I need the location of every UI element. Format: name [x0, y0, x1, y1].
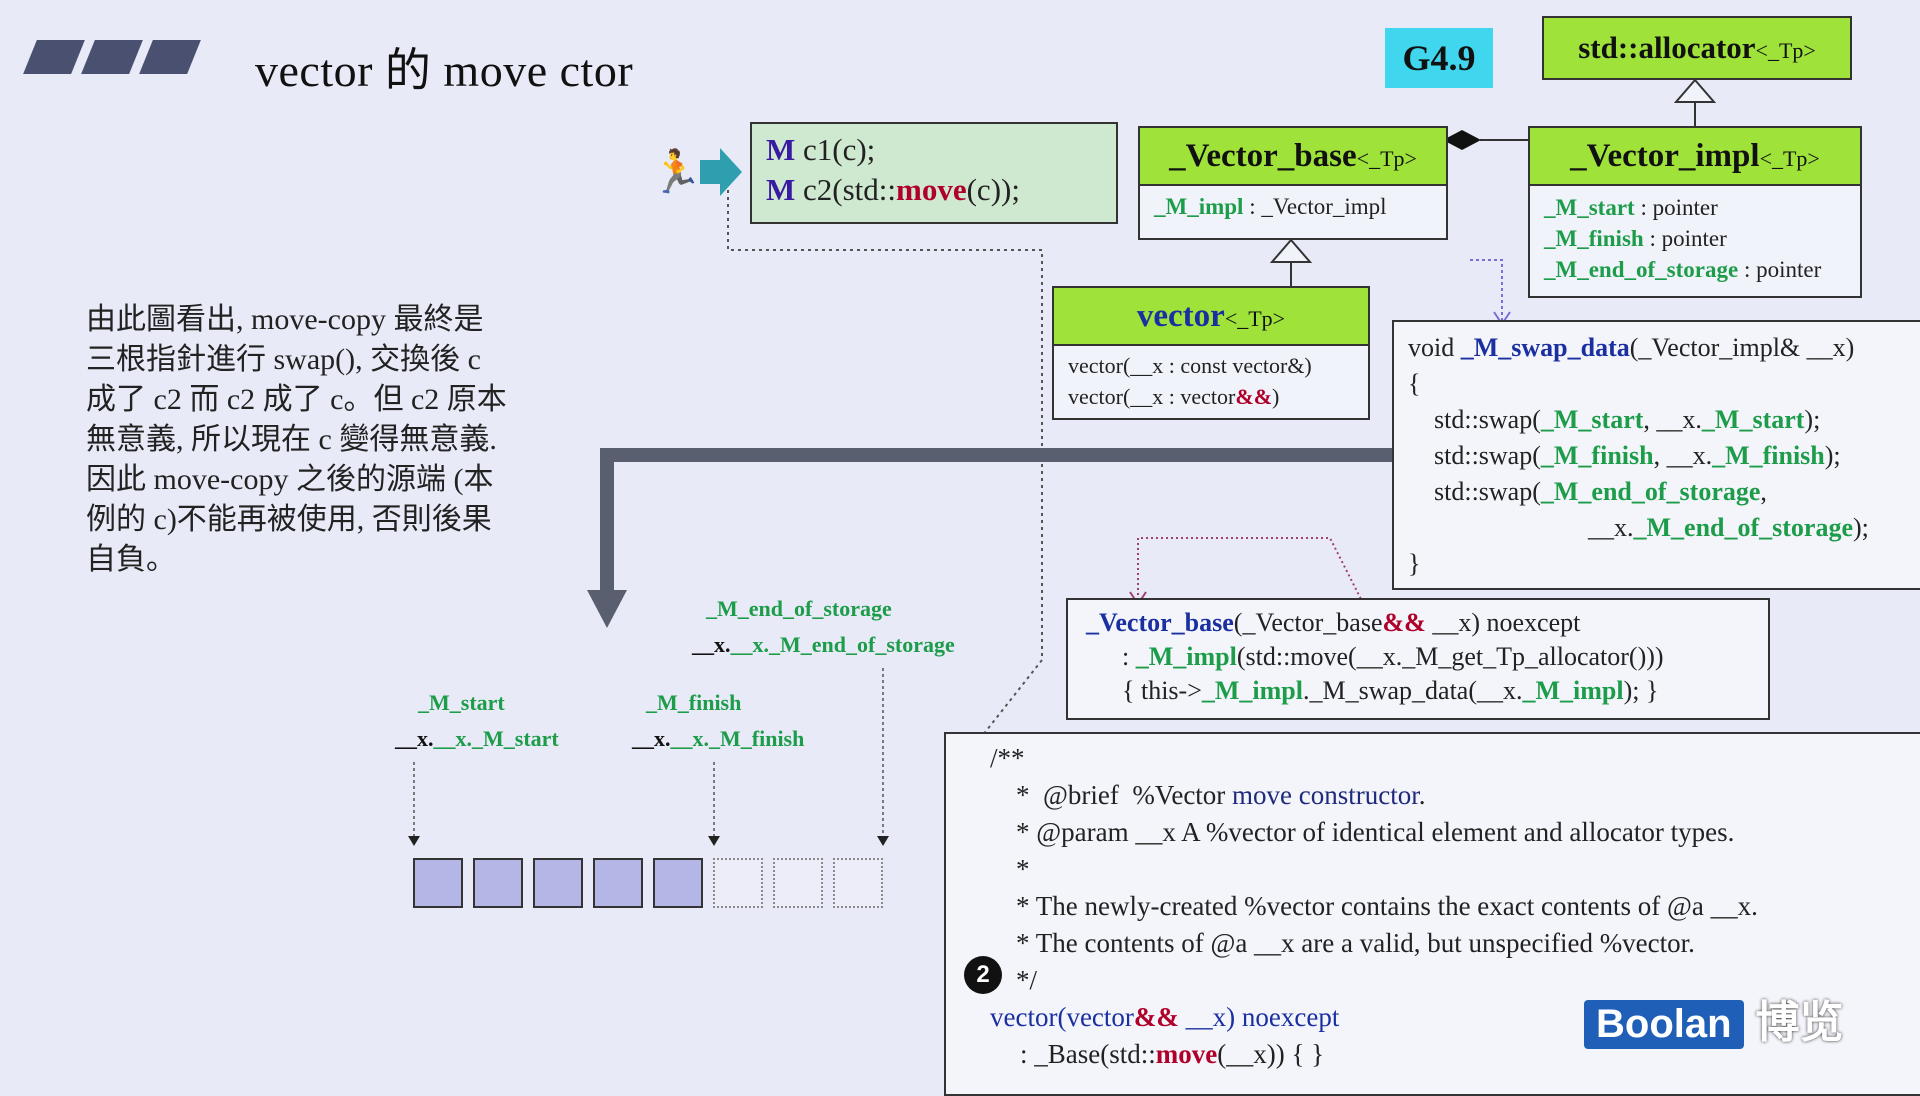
vector-copy-ctor: vector(__x : const vector&) [1068, 353, 1312, 378]
label-x-m-end-of-storage: __x.__x._M_end_of_storage [692, 632, 955, 657]
memory-cell-used [593, 858, 643, 908]
brand-latin: Boolan [1584, 1000, 1744, 1049]
label-x-m-finish: __x.__x._M_finish [632, 726, 805, 751]
memory-cell-free [773, 858, 823, 908]
vector-impl-class-box: _Vector_impl<_Tp> _M_start : pointer _M_… [1528, 126, 1862, 298]
version-badge-text: G4.9 [1402, 38, 1476, 78]
swap-to-memory-arrow [600, 448, 1405, 600]
doc-line: */ [1016, 965, 1038, 995]
doc-line: * The newly-created %vector contains the… [1016, 891, 1758, 921]
doc-line: * @brief %Vector move constructor. [1016, 780, 1426, 810]
explanation-line: 例的 c)不能再被使用, 否則後果 [86, 503, 492, 536]
explanation-line: 因此 move-copy 之後的源端 (本 [86, 463, 494, 496]
doc-line: * The contents of @a __x are a valid, bu… [1016, 928, 1695, 958]
explanation-line: 成了 c2 而 c2 成了 c。但 c2 原本 [86, 383, 507, 416]
swap-line: std::swap(_M_end_of_storage, [1434, 477, 1767, 506]
label-m-end-of-storage: _M_end_of_storage [706, 596, 892, 621]
version-badge: G4.9 [1385, 28, 1493, 88]
inherit-triangle-impl [1673, 78, 1717, 103]
base-ctor-signature: _Vector_base(_Vector_base&& __x) noexcep… [1086, 608, 1581, 637]
base-ctor-body: { this->_M_impl._M_swap_data(__x._M_impl… [1122, 676, 1659, 705]
vector-move-ctor: vector(__x : vector&&) [1068, 384, 1280, 409]
page-title: vector 的 move ctor [255, 45, 634, 96]
dotted-link-usage [727, 190, 1043, 1011]
brace-open: { [1408, 369, 1421, 398]
brand-logo: Boolan 博览 [1584, 986, 1844, 1050]
label-m-start: _M_start [418, 690, 505, 715]
impl-member: _M_start : pointer [1544, 195, 1718, 220]
step-badge: 2 [964, 956, 1002, 994]
memory-cell-free [713, 858, 763, 908]
explanation-line: 自負。 [86, 543, 176, 576]
inherit-triangle-vector [1269, 238, 1313, 263]
runner-icon: 🏃 [650, 150, 703, 196]
memory-cell-used [413, 858, 463, 908]
swap-signature: void _M_swap_data(_Vector_impl& __x) [1408, 333, 1855, 362]
memory-cell-used [653, 858, 703, 908]
allocator-class-box: std::allocator<_Tp> [1542, 16, 1852, 80]
swap-data-code-box: void _M_swap_data(_Vector_impl& __x) { s… [1392, 320, 1920, 590]
usage-line-2: M c2(std::move(c)); [766, 172, 1020, 207]
vector-class-box: vector<_Tp> vector(__x : const vector&) … [1052, 286, 1370, 420]
doc-line: * @param __x A %vector of identical elem… [1016, 817, 1735, 847]
explanation-text: 由此圖看出, move-copy 最終是 三根指針進行 swap(), 交換後 … [86, 300, 586, 580]
vector-base-class-box: _Vector_base<_Tp> _M_impl : _Vector_impl [1138, 126, 1448, 240]
memory-cell-free [833, 858, 883, 908]
explanation-line: 由此圖看出, move-copy 最終是 [86, 303, 484, 336]
swap-to-memory-arrowhead [587, 590, 627, 628]
impl-member: _M_finish : pointer [1544, 226, 1727, 251]
swap-line: std::swap(_M_start, __x._M_start); [1434, 405, 1821, 434]
brace-close: } [1408, 549, 1421, 578]
vector-base-move-ctor-box: _Vector_base(_Vector_base&& __x) noexcep… [1066, 598, 1770, 720]
swap-line: __x._M_end_of_storage); [1588, 513, 1869, 542]
explanation-line: 無意義, 所以現在 c 變得無意義. [86, 423, 497, 456]
vector-move-ctor-signature: vector(vector&& __x) noexcept [990, 1002, 1340, 1032]
composition-diamond [1443, 130, 1481, 150]
impl-member: _M_end_of_storage : pointer [1544, 257, 1822, 282]
usage-line-1: M c1(c); [766, 132, 876, 167]
usage-arrow [700, 148, 742, 196]
label-m-finish: _M_finish [646, 690, 742, 715]
vector-move-ctor-init: : _Base(std::move(__x)) { } [1020, 1039, 1325, 1069]
base-ctor-init: : _M_impl(std::move(__x._M_get_Tp_alloca… [1122, 642, 1664, 671]
swap-line: std::swap(_M_finish, __x._M_finish); [1434, 441, 1841, 470]
vector-move-ctor-doc-box: /** * @brief %Vector move constructor. *… [944, 732, 1920, 1096]
memory-cell-used [533, 858, 583, 908]
label-x-m-start: __x.__x._M_start [395, 726, 559, 751]
explanation-line: 三根指針進行 swap(), 交換後 c [86, 343, 481, 376]
brand-cjk: 博览 [1755, 998, 1844, 1047]
usage-code-box: M c1(c); M c2(std::move(c)); [750, 122, 1118, 224]
memory-cell-used [473, 858, 523, 908]
doc-line: * [1016, 854, 1030, 884]
doc-line: /** [990, 743, 1025, 773]
